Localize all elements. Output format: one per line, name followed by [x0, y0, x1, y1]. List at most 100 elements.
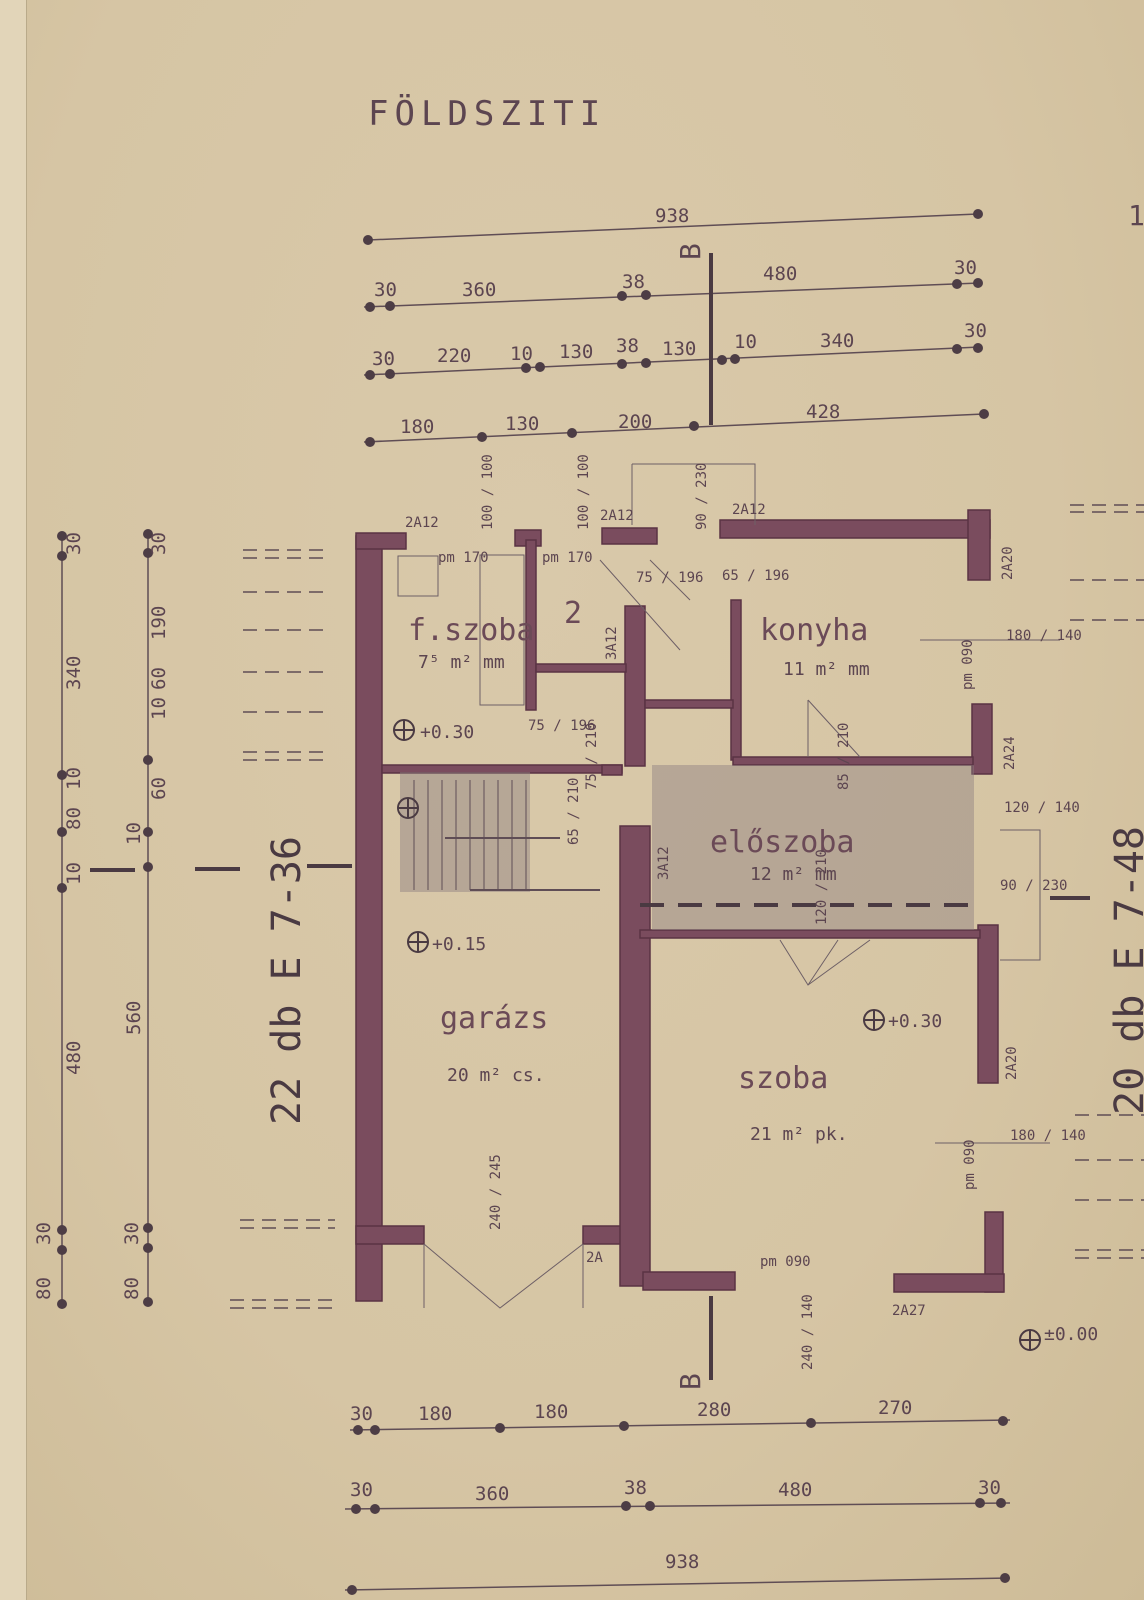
door-swings — [423, 463, 1060, 1309]
section-b-label-bottom: B — [674, 1373, 707, 1390]
dim-bottom2-b: 360 — [475, 1483, 509, 1505]
dim-bottom1-c: 180 — [534, 1401, 568, 1423]
dim-left-b: 340 — [63, 656, 85, 690]
dim-left-a: 30 — [63, 532, 85, 555]
dim-left2-c: 60 — [148, 667, 170, 690]
level-label-015: +0.15 — [432, 934, 486, 955]
right-beam-spec: 20 db E 7-48 — [1107, 826, 1144, 1115]
walls — [355, 509, 1005, 1302]
window-090-a: pm 090 — [960, 639, 976, 690]
dim-left-f: 480 — [63, 1041, 85, 1075]
lintel-2a20-a: 2A20 — [1000, 546, 1016, 580]
door-65-210: 65 / 210 — [566, 778, 582, 845]
dim-top-total: 938 — [655, 205, 689, 227]
dim-left2-i: 80 — [121, 1277, 143, 1300]
room-area-furdoszoba: 7⁵ m² mm — [418, 652, 505, 673]
room-name-2: 2 — [564, 596, 582, 631]
dim-top3-d: 428 — [806, 401, 840, 423]
room-area-szoba: 21 m² pk. — [750, 1124, 848, 1145]
dim-bottom2-d: 480 — [778, 1479, 812, 1501]
level-label-000: ±0.00 — [1044, 1324, 1098, 1345]
beam-dashes-left — [230, 549, 335, 1309]
lintel-3a12-b: 3A12 — [656, 846, 672, 880]
dim-top1-d: 480 — [763, 263, 797, 285]
door-240-245: 240 / 245 — [488, 1154, 504, 1230]
window-090-b: pm 090 — [962, 1139, 978, 1190]
beam-dashes-right — [1070, 504, 1144, 1259]
door-90-230: 90 / 230 — [694, 463, 710, 530]
dim-top2-e: 38 — [616, 335, 639, 357]
lintel-2a-bottom: 2A — [586, 1250, 603, 1266]
dim-bottom1-e: 270 — [878, 1397, 912, 1419]
lintel-2a24: 2A24 — [1002, 736, 1018, 770]
room-area-eloszoba: 12 m² mm — [750, 864, 837, 885]
dim-left2-d: 10 — [148, 697, 170, 720]
dim-bottom-total: 938 — [665, 1551, 699, 1573]
dim-left2-a: 30 — [148, 532, 170, 555]
lintel-2a20-b: 2A20 — [1004, 1046, 1020, 1080]
door-65-196: 65 / 196 — [722, 568, 789, 584]
dim-left2-e: 60 — [148, 777, 170, 800]
room-labels: f.szoba 7⁵ m² mm 2 konyha 11 m² mm elősz… — [408, 596, 870, 1145]
room-area-garazs: 20 m² cs. — [447, 1065, 545, 1086]
window-090-c: pm 090 — [760, 1254, 811, 1270]
dim-top3-a: 180 — [400, 416, 434, 438]
door-90-230b: 90 / 230 — [1000, 878, 1067, 894]
dim-left-h: 80 — [33, 1277, 55, 1300]
dim-left-e: 10 — [63, 862, 85, 885]
window-180-140-b: 180 / 140 — [1010, 1128, 1086, 1144]
level-label-030b: +0.30 — [888, 1011, 942, 1032]
dim-bottom1-d: 280 — [697, 1399, 731, 1421]
room-name-garazs: garázs — [440, 1001, 548, 1036]
door-75-196-b: 75 / 196 — [636, 570, 703, 586]
room-name-szoba: szoba — [738, 1061, 828, 1096]
dim-left-d: 80 — [63, 807, 85, 830]
left-dimension-lines: 30 340 10 80 10 480 30 80 30 190 60 10 6… — [33, 529, 352, 1309]
lintel-3a12-a: 3A12 — [604, 626, 620, 660]
dim-left2-b: 190 — [148, 606, 170, 640]
dim-left-c: 10 — [63, 767, 85, 790]
section-b-label-top: B — [674, 243, 707, 260]
paper-background — [26, 0, 1144, 1600]
right-edge-number: 1 — [1128, 199, 1144, 232]
window-pm170-a: pm 170 — [438, 550, 489, 566]
opening-labels: 2A12 2A12 2A12 2A20 2A24 2A20 2A27 3A12 … — [405, 454, 1086, 1370]
dim-left2-f: 10 — [123, 822, 145, 845]
door-75-210: 75 / 210 — [584, 723, 600, 790]
hatched-floor — [400, 765, 974, 930]
dim-top1-c: 38 — [622, 271, 645, 293]
level-markers — [393, 719, 1041, 1351]
lintel-2a12-b: 2A12 — [600, 508, 634, 524]
drawing-title: FÖLDSZITI — [368, 93, 606, 134]
staircase — [413, 780, 600, 891]
door-100-100-a: 100 / 100 — [480, 454, 496, 530]
window-180-140-a: 180 / 140 — [1006, 628, 1082, 644]
room-area-konyha: 11 m² mm — [783, 659, 870, 680]
dim-bottom1-b: 180 — [418, 1403, 452, 1425]
door-120-210: 120 / 210 — [814, 849, 830, 925]
door-85-210: 85 / 210 — [836, 723, 852, 790]
dim-top2-c: 10 — [510, 343, 533, 365]
door-100-100-b: 100 / 100 — [576, 454, 592, 530]
lintel-2a12-c: 2A12 — [732, 502, 766, 518]
dim-top1-e: 30 — [954, 257, 977, 279]
dim-left2-h: 30 — [121, 1222, 143, 1245]
room-name-konyha: konyha — [760, 613, 868, 648]
room-name-eloszoba: előszoba — [710, 825, 855, 860]
dim-left2-g: 560 — [123, 1001, 145, 1035]
dim-bottom1-a: 30 — [350, 1403, 373, 1425]
door-75-196: 75 / 196 — [528, 718, 595, 734]
paper-edge — [0, 0, 27, 1600]
dim-top3-c: 200 — [618, 411, 652, 433]
bathroom-fixtures — [397, 554, 525, 706]
level-label-030a: +0.30 — [420, 722, 474, 743]
dim-bottom2-a: 30 — [350, 1479, 373, 1501]
lintel-2a27: 2A27 — [892, 1303, 926, 1319]
dim-top2-h: 340 — [820, 330, 854, 352]
dim-top2-b: 220 — [437, 345, 471, 367]
top-dimension-lines: 938 30 360 38 480 30 30 220 10 130 38 13… — [363, 205, 989, 447]
dim-top2-a: 30 — [372, 348, 395, 370]
dim-top2-g: 10 — [734, 331, 757, 353]
lintel-2a12-a: 2A12 — [405, 515, 439, 531]
